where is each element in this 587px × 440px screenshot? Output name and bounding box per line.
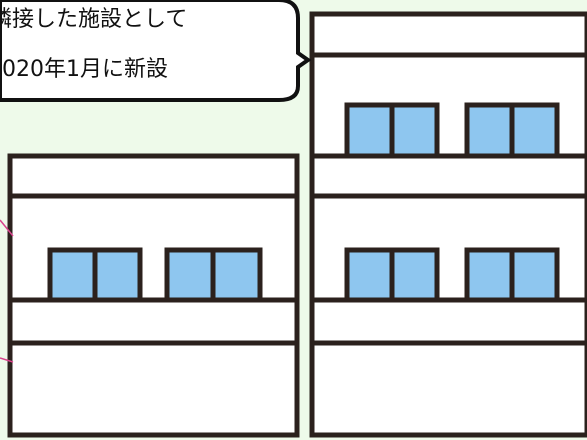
window-pair-right-2 [464,102,560,159]
window-pair-right-1 [344,102,440,159]
speech-bubble [0,0,312,102]
window-pair-left-1 [47,247,143,303]
left-building [7,153,300,438]
speech-line-2: 2020年1月に新設 [0,57,168,82]
callout-line-top [0,219,14,237]
right-building [309,11,587,438]
window-pair-right-4 [464,247,560,303]
callout-line-bottom [0,357,14,363]
window-pair-right-3 [344,247,440,303]
window-pair-left-2 [164,247,263,303]
speech-line-1: 隣接した施設として [0,7,188,32]
